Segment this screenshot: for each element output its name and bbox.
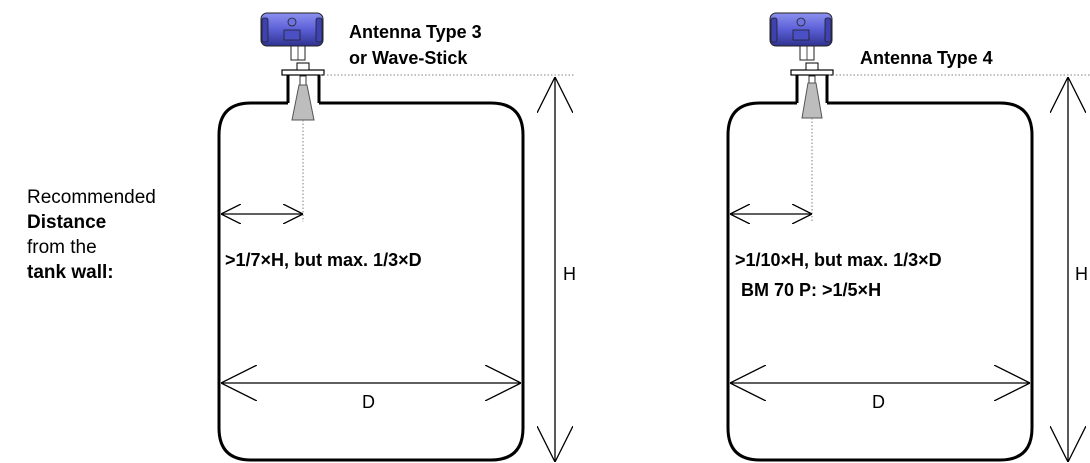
tank-wall-label: tank wall: bbox=[27, 262, 114, 283]
right-tank-nozzle bbox=[795, 75, 829, 103]
right-distance-rule-bm70p: BM 70 P: >1/5×H bbox=[741, 280, 882, 300]
left-distance-rule: >1/7×H, but max. 1/3×D bbox=[225, 250, 422, 270]
right-diameter-label: D bbox=[872, 392, 885, 412]
radar-transmitter-icon bbox=[769, 12, 833, 61]
right-height-label: H bbox=[1075, 264, 1088, 284]
left-height-label: H bbox=[563, 264, 576, 284]
right-tank-group bbox=[726, 12, 1090, 462]
radar-transmitter-icon bbox=[260, 12, 324, 61]
recommended-label: Recommended bbox=[27, 187, 156, 208]
left-tank-outline bbox=[217, 101, 525, 462]
distance-label: Distance bbox=[27, 212, 107, 233]
horn-antenna-icon bbox=[801, 75, 823, 119]
right-flange bbox=[790, 69, 834, 76]
right-antenna-type-label: Antenna Type 4 bbox=[860, 48, 993, 68]
left-flange bbox=[281, 69, 325, 76]
left-diameter-label: D bbox=[362, 392, 375, 412]
left-antenna-type-label: Antenna Type 3 bbox=[349, 22, 482, 42]
left-tank-nozzle bbox=[286, 75, 321, 103]
from-the-label: from the bbox=[27, 237, 97, 258]
left-tank-group bbox=[217, 12, 575, 462]
right-tank-outline bbox=[726, 101, 1034, 462]
horn-antenna-icon bbox=[291, 75, 315, 121]
left-antenna-alt-label: or Wave-Stick bbox=[349, 48, 468, 68]
right-distance-rule: >1/10×H, but max. 1/3×D bbox=[735, 250, 942, 270]
